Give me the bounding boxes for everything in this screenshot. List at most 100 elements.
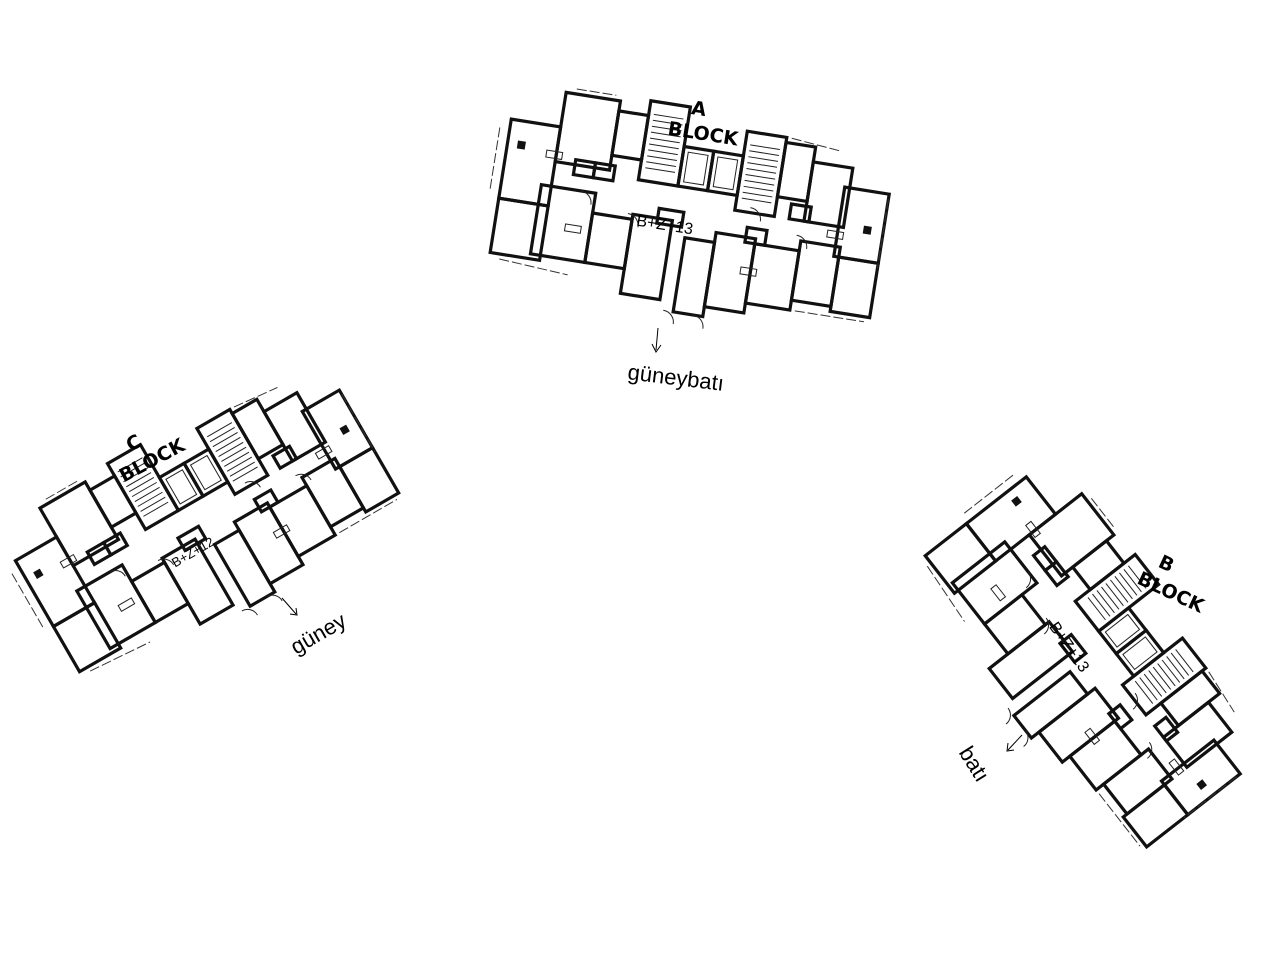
stair-tread [749,150,779,156]
stair-tread [1166,656,1185,680]
elevator [1104,613,1141,648]
block-b-heading: B BLOCK [1134,551,1209,618]
stair-tread [1157,663,1176,687]
fixture [1168,758,1185,776]
stair-tread [653,113,684,120]
room [337,445,401,515]
stair-tread [1092,593,1111,617]
stair-tread [1143,673,1163,697]
stair-tread [649,137,680,144]
stair-tread [1175,649,1194,673]
door-swing [692,314,704,329]
fixture [117,597,136,613]
stair-tread [1105,583,1124,607]
room [51,600,123,674]
elevator [189,454,222,491]
window [11,573,44,628]
elevator [1122,636,1158,671]
window [1208,671,1235,713]
window [791,137,841,152]
stair-tread [212,431,238,448]
block-b-letter: B [1155,551,1177,577]
stair-tread [741,197,772,204]
room [1121,782,1191,850]
stair-tread [120,462,146,478]
block-a-direction: güneybatı [626,359,725,396]
room [922,521,998,596]
room [1011,669,1090,741]
room [496,117,563,208]
window [576,88,617,96]
fixture [1084,727,1101,746]
door-swing [627,213,639,228]
door-swing [1005,707,1011,725]
stair-tread [1114,576,1133,600]
block-a-title: BLOCK [666,118,741,151]
stair-tread [651,125,682,132]
block-a-letter: A [690,97,708,121]
stair-tread [224,451,250,467]
room [194,407,270,497]
shaft [862,225,872,235]
stair-tread [229,461,255,477]
room [732,129,789,219]
stair-tread [746,168,777,174]
stair-tread [218,441,244,457]
room [636,98,693,188]
room [618,212,675,302]
fixture [1025,520,1042,539]
stair-tread [645,167,676,173]
door-swing [1043,617,1050,635]
room [702,230,758,315]
stair-tread [1161,659,1181,683]
stair-tread [1127,565,1147,589]
fixture [314,444,333,460]
room [802,160,855,230]
stair-tread [140,496,166,512]
block-a-heading: A BLOCK [666,97,741,151]
room [1096,605,1149,656]
stair-tread [117,457,143,473]
window [1090,498,1116,529]
block-c-direction: güney [286,608,350,660]
block-c-direction-arrow [281,597,298,616]
room [986,619,1075,701]
stair-tread [232,466,258,482]
room [1161,699,1235,770]
window [499,258,568,276]
window [339,499,398,534]
window [876,199,889,269]
stair-tread [134,486,160,502]
stair-tread [1134,680,1154,704]
stair-tread [750,144,780,151]
stair-tread [646,161,676,167]
room [591,161,618,183]
shaft [33,568,44,579]
window [233,386,278,408]
room [37,479,121,568]
door-swing [1147,742,1153,759]
stair-tread [1123,569,1142,593]
stair-tread [226,456,253,472]
room [743,225,769,248]
door-swing [109,570,126,577]
door-swing [1132,692,1138,710]
stair-tread [747,162,778,168]
stair-tread [215,436,241,453]
block-a-plan [488,88,892,329]
stair-tread [1110,579,1129,603]
door-swing [244,481,261,488]
block-c-plan [11,386,401,674]
room [1027,491,1117,579]
stair-tread [742,191,773,198]
block-b-direction-arrow [1006,734,1023,752]
elevator [712,156,739,191]
door-swing [750,207,761,222]
shaft [1196,779,1208,790]
stair-tread [652,119,683,126]
fixture [990,584,1007,602]
room [252,487,281,515]
block-c-heading: C BLOCK [116,430,190,487]
room [101,530,130,558]
